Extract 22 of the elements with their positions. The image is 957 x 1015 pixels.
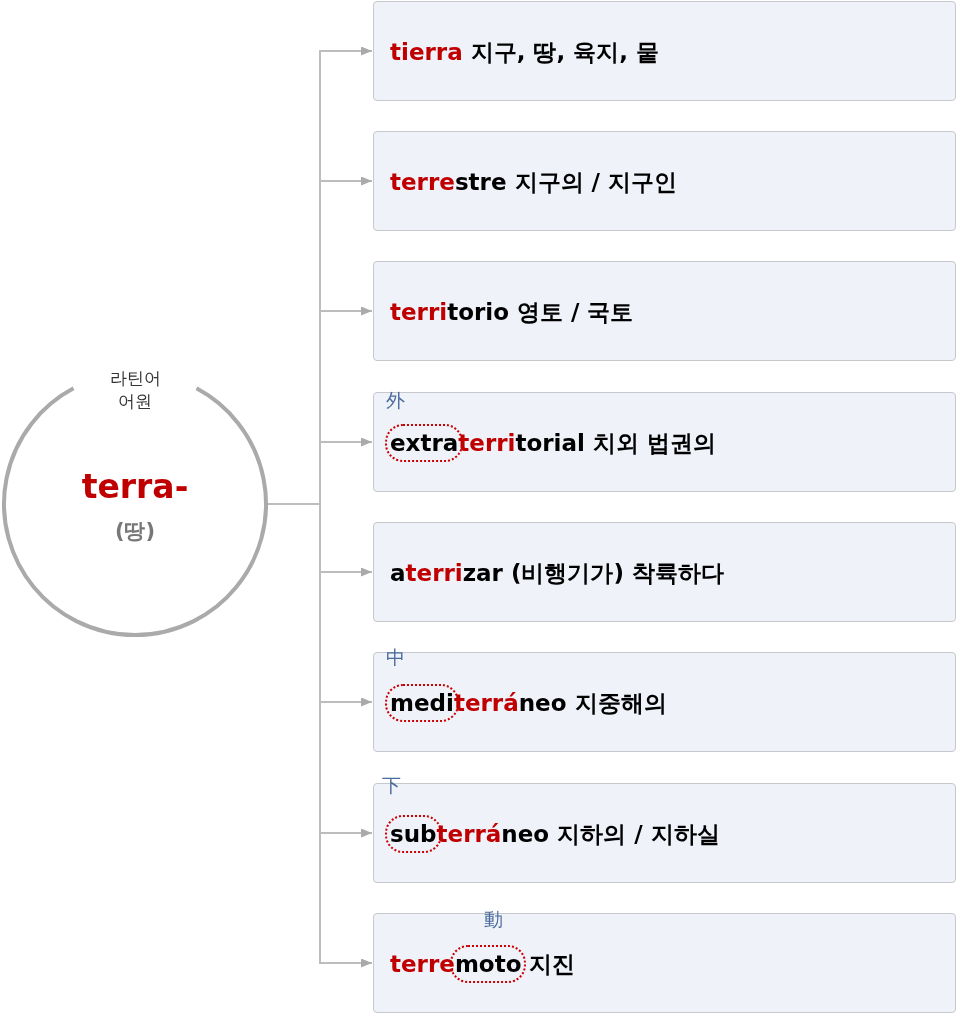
entry-text: extraterritorial 치외 법권의 [383,422,723,464]
hanja-note: 中 [386,647,405,667]
entry-text: terremoto 지진 [383,943,583,985]
word-box [373,392,956,492]
entry-text: terrestre 지구의 / 지구인 [389,168,678,197]
word-box [373,1,956,101]
meaning-label: (땅) [114,518,156,544]
word-box [373,131,956,231]
word-box [373,913,956,1013]
word-box [373,261,956,361]
arrow [267,503,373,968]
root-word: terra- [81,468,189,506]
entry-text: tierra 지구, 땅, 육지, 뭍 [389,38,660,67]
word-box [373,522,956,622]
entry-text: aterrizar (비행기가) 착륙하다 [389,559,725,588]
hanja-note: 下 [382,775,401,795]
heading-label: 라틴어 어원 [108,367,162,413]
hanja-note: 動 [483,909,503,929]
hanja-note: 外 [386,390,405,410]
entry-text: mediterráneo 지중해의 [383,682,674,724]
entry-text: territorio 영토 / 국토 [389,298,635,327]
entry-text: subterráneo 지하의 / 지하실 [383,813,727,855]
